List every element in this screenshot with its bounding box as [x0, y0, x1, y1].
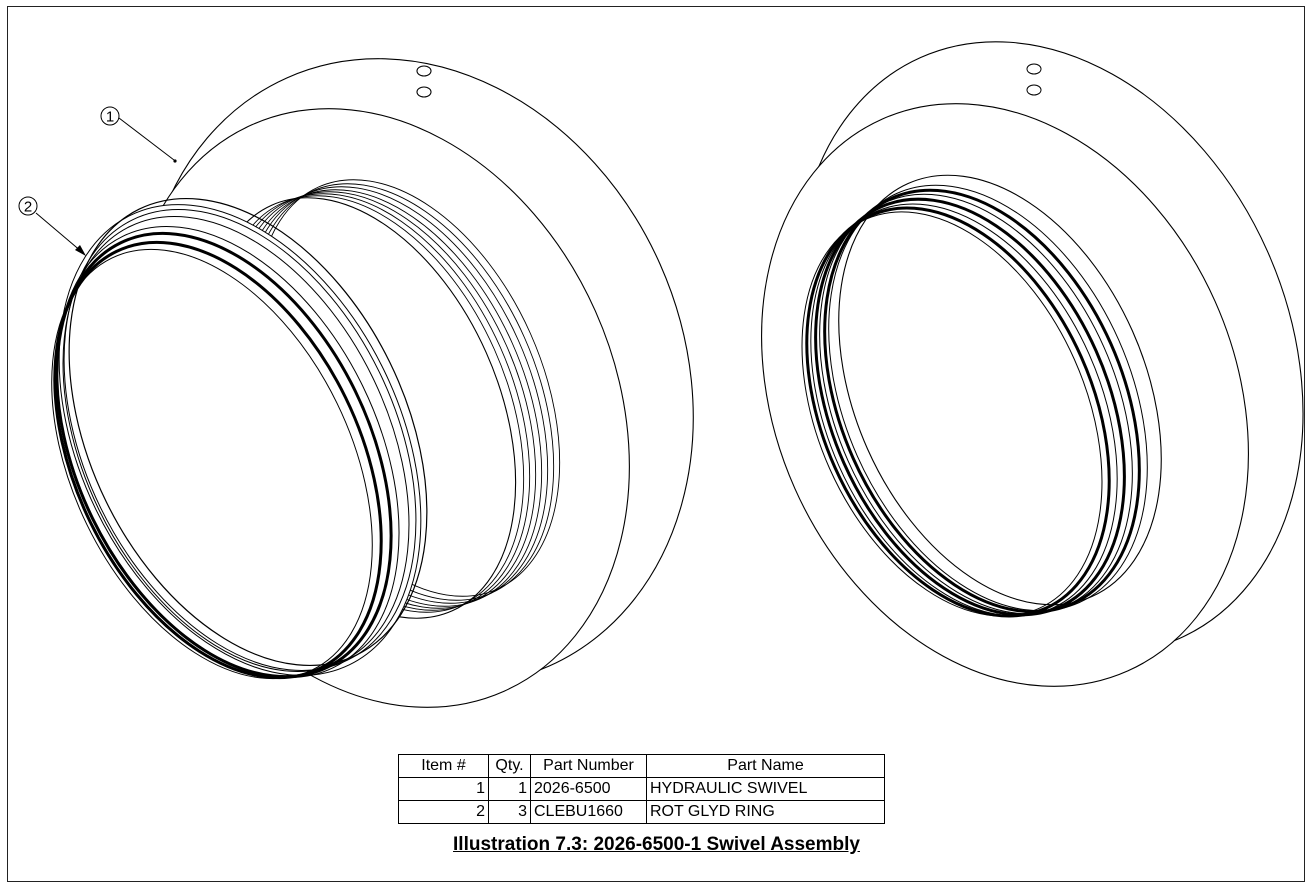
callout-1-dot — [173, 159, 177, 163]
callout-2-arrowhead — [75, 245, 86, 256]
drawing-frame — [7, 6, 1305, 882]
bom-header-qty: Qty. — [488, 754, 531, 778]
bom-header-row: Item # Qty. Part Number Part Name — [398, 754, 885, 778]
assembled-ring-grooves — [801, 184, 1148, 618]
rot-glyd-rings — [51, 197, 428, 680]
port-hole-lower — [416, 86, 432, 98]
bill-of-materials-table: Item # Qty. Part Number Part Name 1 1 20… — [398, 754, 885, 824]
bom-cell-item: 2 — [398, 800, 489, 824]
assembled-port-hole-lower — [1026, 84, 1042, 96]
bom-header-part-name: Part Name — [646, 754, 885, 778]
callout-2-label: 2 — [24, 199, 32, 216]
bom-cell-item: 1 — [398, 777, 489, 801]
bom-row: 1 1 2026-6500 HYDRAULIC SWIVEL — [398, 777, 885, 801]
assembled-port-hole-upper — [1026, 63, 1042, 75]
bom-cell-part-name: ROT GLYD RING — [646, 800, 885, 824]
bom-cell-part-number: 2026-6500 — [530, 777, 647, 801]
bom-cell-qty: 3 — [488, 800, 531, 824]
assembled-outer-front-face — [761, 103, 1249, 687]
assembled-view — [761, 41, 1304, 687]
assembled-bore-edge — [838, 174, 1162, 606]
callout-1-balloon — [100, 106, 120, 126]
callout-2: 2 — [18, 196, 86, 256]
exploded-view: 1 2 — [18, 58, 694, 708]
callout-1-label: 1 — [106, 109, 114, 126]
bom-header-item: Item # — [398, 754, 489, 778]
bom-cell-part-name: HYDRAULIC SWIVEL — [646, 777, 885, 801]
bom-cell-part-number: CLEBU1660 — [530, 800, 647, 824]
bom-row: 2 3 CLEBU1660 ROT GLYD RING — [398, 800, 885, 824]
figure-caption: Illustration 7.3: 2026-6500-1 Swivel Ass… — [453, 834, 860, 855]
callout-2-leader — [35, 212, 83, 253]
bom-header-part-number: Part Number — [530, 754, 647, 778]
bom-cell-qty: 1 — [488, 777, 531, 801]
callout-2-balloon — [18, 196, 38, 216]
port-hole-upper — [416, 65, 432, 77]
callout-1: 1 — [100, 106, 177, 163]
callout-1-leader — [118, 117, 175, 161]
